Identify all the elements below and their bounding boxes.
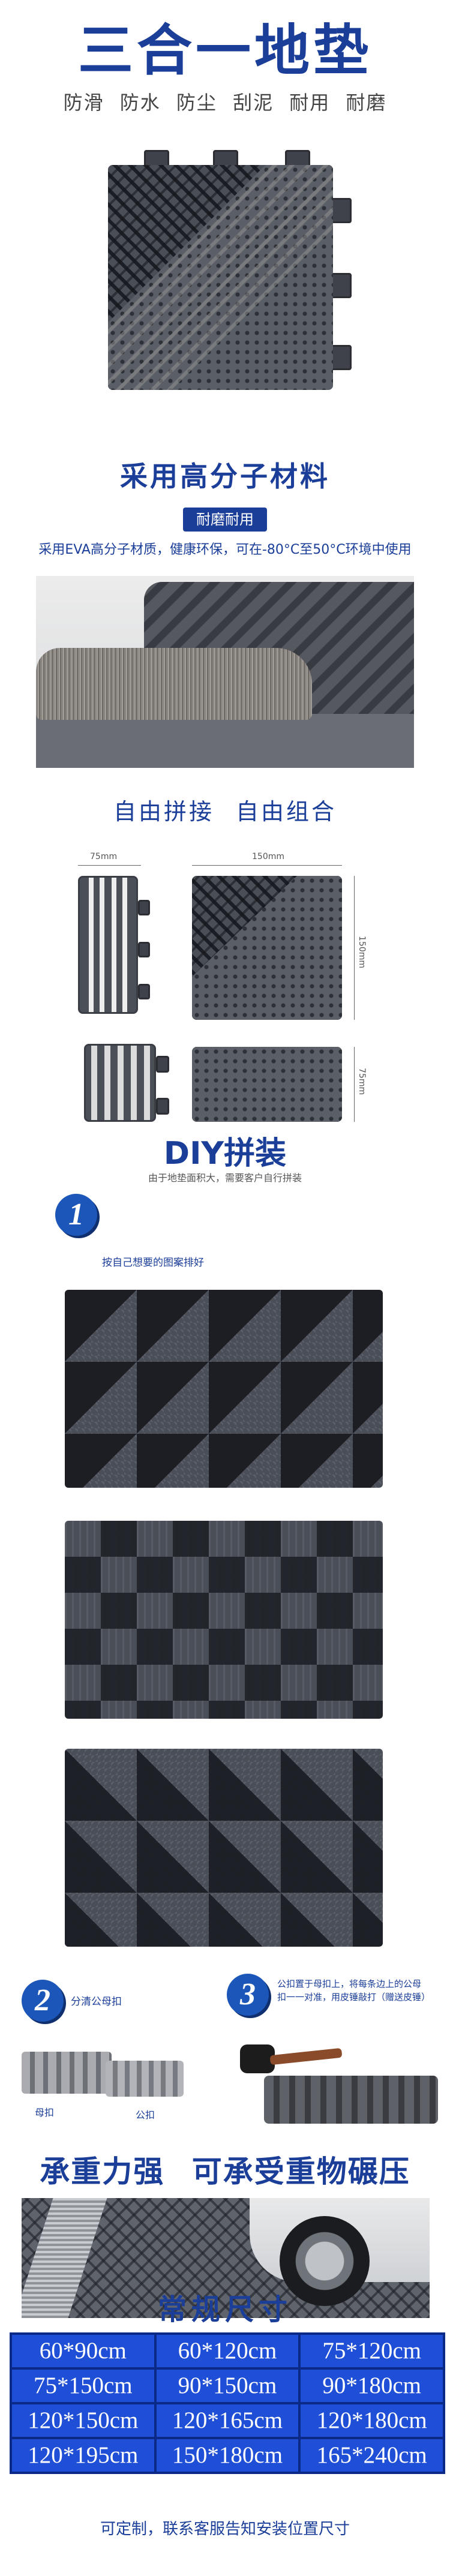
pattern-mat-triangles xyxy=(65,1290,383,1488)
tile-tab xyxy=(138,984,150,999)
hammer-head xyxy=(240,2044,275,2073)
dimension-diagram: 75mm 150mm 150mm 75mm xyxy=(54,852,402,1164)
tile-tab xyxy=(156,1056,169,1073)
dim-line-150-v xyxy=(354,876,355,1020)
connector-male xyxy=(106,2061,184,2097)
size-cell: 90*150cm xyxy=(156,2370,299,2402)
car-on-mat-photo xyxy=(22,2198,430,2318)
material-heading: 采用高分子材料 xyxy=(120,460,330,493)
product-tile-image xyxy=(90,138,360,408)
size-cell: 90*180cm xyxy=(301,2370,443,2402)
size-cell: 120*180cm xyxy=(301,2404,443,2437)
pattern-mat-stripes xyxy=(65,1749,383,1947)
dim-label-150-v: 150mm xyxy=(357,936,367,968)
sizes-heading: 常规尺寸 xyxy=(157,2293,292,2326)
dim-label-150: 150mm xyxy=(252,852,284,861)
small-square-tile xyxy=(84,1044,156,1122)
step-3-badge: 3 xyxy=(227,1974,269,2016)
material-badge-row: 耐磨耐用 xyxy=(0,508,450,532)
strip-brush xyxy=(192,1047,342,1122)
size-cell: 60*120cm xyxy=(156,2335,299,2367)
brush-strip-tile xyxy=(192,1047,342,1122)
tile-tab xyxy=(330,273,352,298)
page-title: 三合一地垫 xyxy=(77,19,372,83)
size-cell: 165*240cm xyxy=(301,2439,443,2472)
dim-line-150 xyxy=(192,865,342,866)
strength-heading: 承重力强 可承受重物碾压 xyxy=(40,2154,410,2189)
size-table: 60*90cm 60*120cm 75*120cm 75*150cm 90*15… xyxy=(10,2332,445,2474)
feature-list: 防滑 防水 防尘 刮泥 耐用 耐磨 xyxy=(63,91,387,114)
hammer-photo xyxy=(240,2034,438,2130)
female-clip-label: 母扣 xyxy=(35,2107,55,2118)
size-cell: 120*165cm xyxy=(156,2404,299,2437)
size-cell: 60*90cm xyxy=(12,2335,154,2367)
size-cell: 150*180cm xyxy=(156,2439,299,2472)
connector-photo: 母扣 公扣 xyxy=(22,2028,184,2124)
material-description: 采用EVA高分子材质，健康环保，可在-80°C至50°C环境中使用 xyxy=(38,542,412,557)
narrow-tile xyxy=(78,876,138,1014)
connector-female xyxy=(22,2052,112,2094)
size-cell: 75*150cm xyxy=(12,2370,154,2402)
dim-label-75-v: 75mm xyxy=(357,1068,367,1095)
tile-tab xyxy=(156,1098,169,1115)
diy-subtitle: 由于地垫面积大，需要客户自行拼装 xyxy=(148,1172,302,1184)
car-wheel xyxy=(280,2216,370,2306)
assembled-tiles xyxy=(264,2076,438,2124)
dim-line-75-v xyxy=(354,1047,355,1122)
photo-bristles xyxy=(36,648,312,720)
material-badge: 耐磨耐用 xyxy=(183,508,267,532)
custom-size-note: 可定制，联系客服告知安装位置尺寸 xyxy=(100,2520,350,2538)
step-2-badge: 2 xyxy=(22,1980,64,2022)
pattern-mat-diamonds xyxy=(65,1521,383,1719)
size-cell: 120*150cm xyxy=(12,2404,154,2437)
tile-tab xyxy=(138,900,150,915)
tile-tab xyxy=(330,345,352,370)
step-1-text: 按自己想要的图案排好 xyxy=(102,1257,204,1269)
size-cell: 120*195cm xyxy=(12,2439,154,2472)
tile-body xyxy=(108,165,333,390)
tile-tab xyxy=(330,198,352,223)
size-cell: 75*120cm xyxy=(301,2335,443,2367)
dim-line-75 xyxy=(78,865,141,866)
step-3-text: 公扣置于母扣上，将每条边上的公母扣一一对准，用皮锤敲打（赠送皮锤） xyxy=(277,1978,431,2002)
diy-title: DIY拼装 xyxy=(163,1136,287,1172)
male-clip-label: 公扣 xyxy=(136,2109,155,2121)
hammer-handle xyxy=(269,2047,343,2065)
step-2-text: 分清公母扣 xyxy=(71,1996,122,2008)
dim-label-75: 75mm xyxy=(90,852,118,861)
big-tile xyxy=(192,876,342,1020)
assembly-heading: 自由拼接 自由组合 xyxy=(113,798,337,825)
step-1-badge: 1 xyxy=(55,1194,97,1236)
tile-tab xyxy=(138,942,150,957)
brush-closeup-photo xyxy=(36,576,414,768)
